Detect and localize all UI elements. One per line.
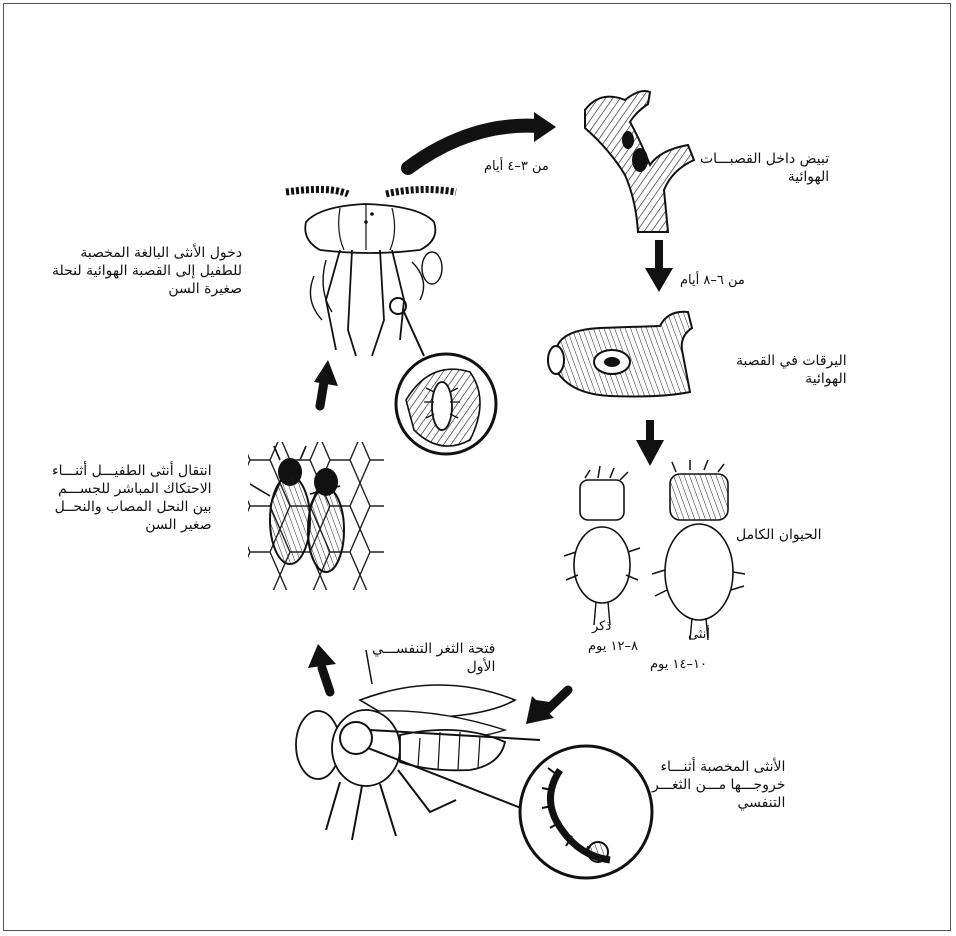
honeycomb-contact-illustration (248, 442, 384, 590)
label-entry: دخول الأنثى البالغة المخصبة للطفيل إلى ا… (52, 244, 242, 298)
down-arrow-to-adult (636, 420, 664, 466)
label-female-days: ١٠–١٤ يوم (650, 656, 707, 674)
arrow-to-bee (526, 690, 568, 724)
trachea-eggs-illustration (585, 91, 694, 232)
label-duration-eggs: من ٣–٤ أيام (484, 158, 549, 176)
bee-with-spiracle-illustration (296, 650, 652, 878)
arrow-up-to-entry (314, 360, 338, 406)
label-spiracle: فتحة الثغر التنفســـي الأول (372, 640, 495, 676)
label-duration-larvae: من ٦–٨ أيام (680, 272, 745, 290)
label-adult: الحيوان الكامل (736, 526, 822, 544)
adult-male-mite-illustration (564, 466, 640, 625)
down-arrow-to-larvae (645, 240, 673, 292)
arrow-up-left-from-bee (308, 644, 336, 692)
adult-female-mite-illustration (652, 460, 745, 640)
label-eggs: تبيض داخل القصبـــات الهوائية (700, 150, 829, 186)
label-male-days: ٨–١٢ يوم (588, 638, 638, 656)
label-transfer: انتقال أنثى الطفيـــل أثنـــاء الاحتكاك … (52, 462, 212, 534)
label-larvae: اليرقات في القصبة الهوائية (736, 352, 847, 388)
bee-thorax-entry-illustration (286, 189, 496, 454)
label-female-exit: الأنثى المخصبة أثنـــاء خروجـــها مـــن … (652, 758, 785, 812)
trachea-larvae-illustration (548, 312, 692, 397)
label-female: أنثى (688, 626, 710, 644)
label-male: ذكر (592, 618, 611, 636)
